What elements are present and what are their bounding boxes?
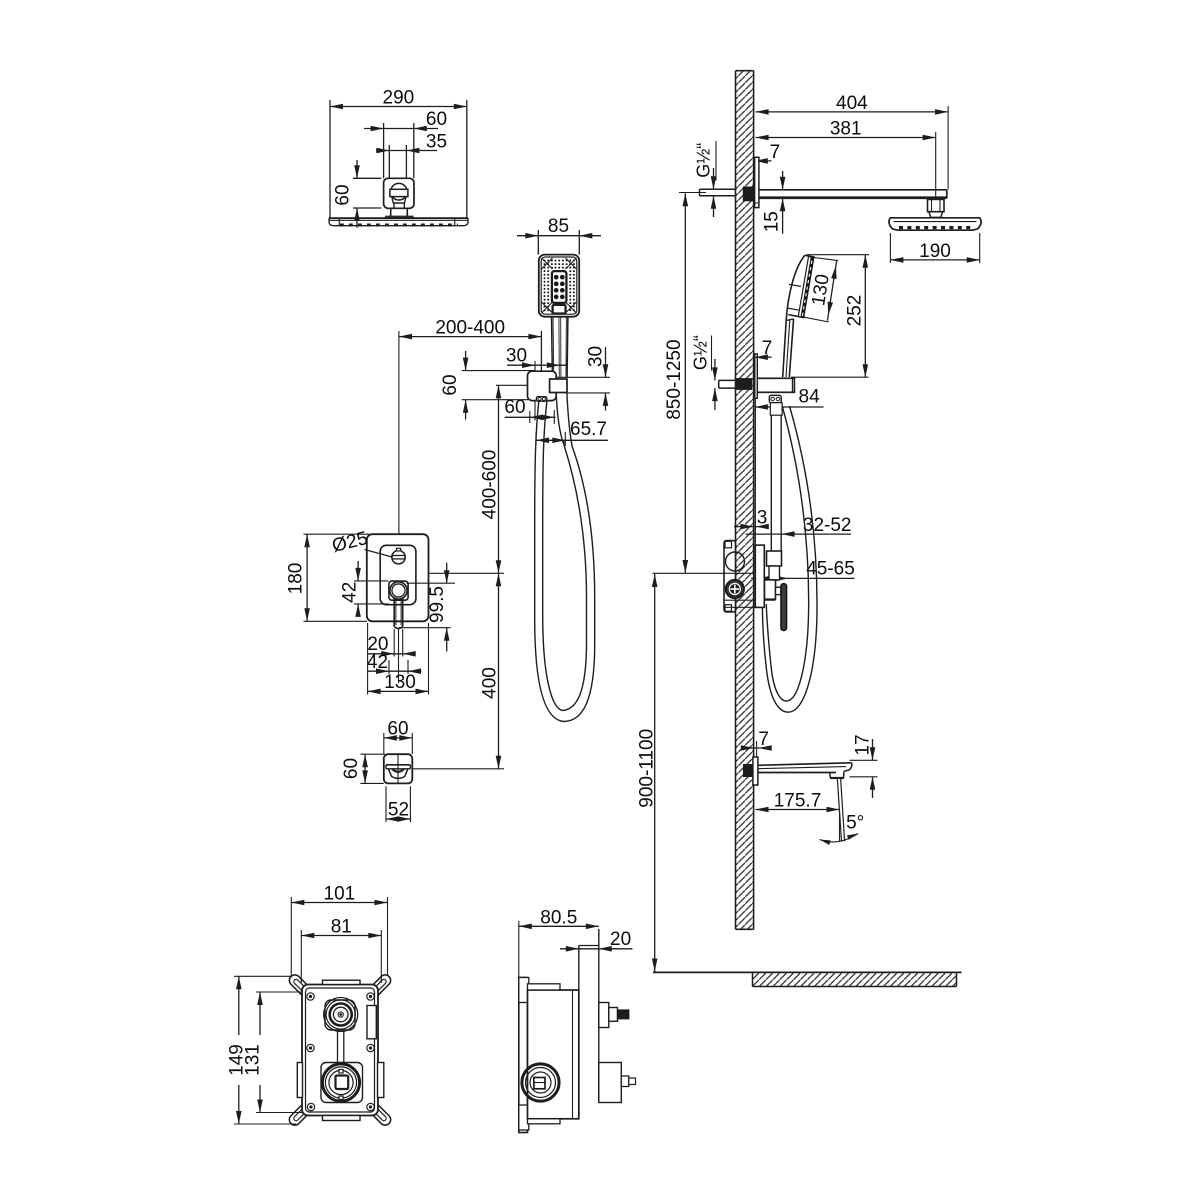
- svg-text:60: 60: [426, 109, 447, 130]
- svg-text:G½“: G½“: [694, 143, 714, 178]
- svg-text:252: 252: [845, 295, 866, 327]
- svg-text:7: 7: [762, 338, 773, 359]
- svg-text:101: 101: [324, 884, 356, 905]
- svg-text:175.7: 175.7: [774, 791, 822, 812]
- svg-text:60: 60: [504, 397, 525, 418]
- svg-text:32-52: 32-52: [803, 515, 852, 536]
- svg-text:84: 84: [799, 387, 821, 408]
- svg-text:42: 42: [367, 652, 388, 673]
- svg-text:200-400: 200-400: [435, 318, 505, 339]
- svg-text:60: 60: [387, 719, 408, 740]
- svg-text:35: 35: [426, 132, 447, 153]
- svg-text:20: 20: [610, 929, 631, 950]
- svg-text:190: 190: [919, 241, 951, 262]
- svg-text:7: 7: [770, 142, 781, 163]
- svg-text:7: 7: [758, 729, 769, 750]
- svg-text:30: 30: [586, 346, 607, 367]
- svg-text:130: 130: [808, 273, 834, 308]
- svg-text:3: 3: [757, 508, 768, 529]
- svg-text:80.5: 80.5: [540, 907, 577, 928]
- svg-text:149: 149: [226, 1044, 247, 1076]
- svg-text:5°: 5°: [846, 813, 864, 834]
- svg-text:400-600: 400-600: [479, 450, 500, 520]
- svg-text:52: 52: [388, 800, 409, 821]
- svg-text:900-1100: 900-1100: [637, 729, 658, 808]
- svg-text:381: 381: [830, 119, 862, 140]
- svg-text:85: 85: [548, 216, 569, 237]
- svg-text:15: 15: [761, 211, 782, 232]
- svg-text:45-65: 45-65: [806, 559, 855, 580]
- svg-text:65.7: 65.7: [570, 419, 607, 440]
- svg-text:290: 290: [383, 88, 415, 109]
- svg-text:G½“: G½“: [690, 335, 710, 370]
- svg-text:180: 180: [286, 563, 307, 595]
- svg-text:99.5: 99.5: [427, 586, 448, 623]
- svg-text:17: 17: [852, 734, 873, 755]
- svg-text:130: 130: [384, 672, 416, 693]
- svg-text:400: 400: [479, 667, 500, 699]
- svg-text:60: 60: [333, 184, 354, 205]
- svg-text:60: 60: [440, 374, 461, 395]
- svg-text:20: 20: [367, 634, 388, 655]
- svg-text:131: 131: [243, 1044, 264, 1076]
- svg-text:42: 42: [340, 582, 361, 603]
- svg-text:81: 81: [331, 917, 352, 938]
- svg-text:850-1250: 850-1250: [664, 339, 685, 419]
- svg-text:60: 60: [341, 758, 362, 779]
- svg-text:404: 404: [836, 93, 868, 114]
- svg-text:30: 30: [506, 346, 527, 367]
